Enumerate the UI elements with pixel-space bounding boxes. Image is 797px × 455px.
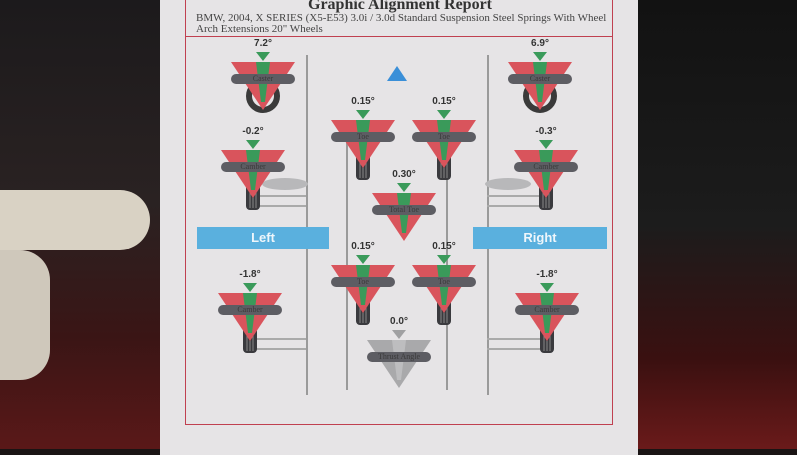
right-rear-toe-value: 0.15°	[432, 241, 456, 252]
chassis-line-left	[306, 55, 308, 395]
gauge-graphic-icon	[367, 330, 431, 388]
suspension-line	[250, 205, 306, 207]
suspension-line	[487, 205, 543, 207]
left-front-toe-gauge: Toe	[329, 110, 397, 180]
right-rear-camber-label: Camber	[515, 305, 579, 315]
front-total-toe-label: Total Toe	[372, 205, 436, 215]
right-front-toe-gauge: Toe	[410, 110, 478, 180]
suspension-line	[487, 195, 543, 197]
suspension-line	[250, 338, 306, 340]
left-rear-camber-gauge: Camber	[216, 283, 284, 353]
gauge-graphic-icon	[218, 283, 282, 353]
thrust-angle-gauge: Thrust Angle	[365, 330, 433, 400]
front-total-toe-value: 0.30°	[392, 169, 416, 180]
front-total-toe-gauge: Total Toe	[370, 183, 438, 253]
thrust-angle-value: 0.0°	[390, 316, 408, 327]
photo-background-right	[630, 0, 797, 449]
vehicle-description: BMW, 2004, X SERIES (X5-E53) 3.0i / 3.0d…	[196, 12, 607, 35]
suspension-line	[487, 348, 543, 350]
right-rear-camber-gauge: Camber	[513, 283, 581, 353]
gauge-graphic-icon	[231, 52, 295, 113]
right-rear-camber-value: -1.8°	[536, 269, 558, 280]
axle-line-left	[346, 130, 348, 390]
shadow-shape	[485, 178, 531, 190]
gauge-graphic-icon	[514, 140, 578, 210]
left-side-label: Left	[197, 227, 329, 249]
left-front-caster-value: 7.2°	[254, 38, 272, 49]
right-front-caster-label: Caster	[508, 74, 572, 84]
right-front-toe-label: Toe	[412, 132, 476, 142]
right-front-camber-label: Camber	[514, 162, 578, 172]
gauge-graphic-icon	[515, 283, 579, 353]
left-rear-camber-value: -1.8°	[239, 269, 261, 280]
left-rear-toe-label: Toe	[331, 277, 395, 287]
page-border	[185, 0, 613, 425]
right-front-camber-value: -0.3°	[535, 126, 557, 137]
background-object	[0, 250, 50, 380]
left-rear-toe-gauge: Toe	[329, 255, 397, 325]
suspension-line	[250, 195, 306, 197]
right-front-caster-value: 6.9°	[531, 38, 549, 49]
left-front-caster-label: Caster	[231, 74, 295, 84]
left-front-camber-value: -0.2°	[242, 126, 264, 137]
right-rear-toe-label: Toe	[412, 277, 476, 287]
right-rear-toe-gauge: Toe	[410, 255, 478, 325]
left-front-caster-gauge: Caster	[229, 52, 297, 122]
left-front-toe-label: Toe	[331, 132, 395, 142]
left-front-camber-label: Camber	[221, 162, 285, 172]
gauge-graphic-icon	[221, 140, 285, 210]
gauge-graphic-icon	[508, 52, 572, 113]
right-front-caster-gauge: Caster	[506, 52, 574, 122]
left-front-toe-value: 0.15°	[351, 96, 375, 107]
report-title: Graphic Alignment Report	[308, 0, 492, 13]
right-side-label: Right	[473, 227, 607, 249]
chassis-line-right	[487, 55, 489, 395]
direction-arrow-icon	[387, 66, 407, 81]
divider	[186, 36, 612, 37]
shadow-shape	[262, 178, 308, 190]
thrust-angle-label: Thrust Angle	[367, 352, 431, 362]
left-rear-toe-value: 0.15°	[351, 241, 375, 252]
background-object	[0, 190, 150, 250]
left-rear-camber-label: Camber	[218, 305, 282, 315]
suspension-line	[250, 348, 306, 350]
suspension-line	[487, 338, 543, 340]
right-front-toe-value: 0.15°	[432, 96, 456, 107]
left-front-camber-gauge: Camber	[219, 140, 287, 210]
right-front-camber-gauge: Camber	[512, 140, 580, 210]
